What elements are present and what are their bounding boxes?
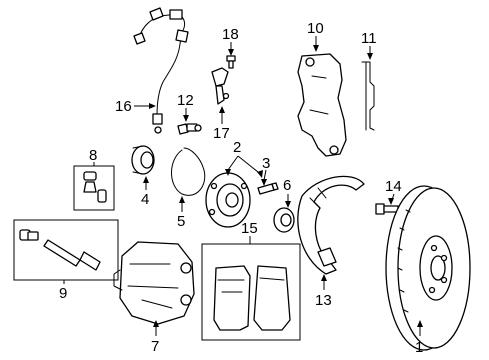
wheel-bearing [131, 145, 155, 175]
label-1: 1 [415, 339, 423, 356]
hub-nut [273, 207, 295, 233]
label-15: 15 [241, 220, 258, 237]
label-14: 14 [385, 178, 402, 195]
brake-pads [213, 265, 291, 331]
label-4: 4 [141, 191, 149, 208]
wheel-hub [205, 172, 251, 228]
abs-sensor [211, 67, 230, 105]
label-3: 3 [262, 155, 270, 172]
label-7: 7 [151, 338, 159, 355]
label-13: 13 [315, 292, 332, 309]
bleeder-bolt [177, 123, 202, 135]
label-18: 18 [222, 26, 239, 43]
wheel-stud [257, 182, 279, 195]
snap-ring [171, 147, 206, 196]
splash-shield [297, 175, 365, 275]
caliper [113, 241, 195, 325]
part-15-box [201, 243, 301, 341]
brake-hose [133, 7, 189, 134]
label-10: 10 [307, 20, 324, 37]
label-12: 12 [177, 92, 194, 109]
label-5: 5 [177, 213, 185, 230]
caliper-bracket [297, 53, 347, 157]
pad-clip [361, 61, 375, 131]
rotor-bolt [375, 203, 399, 215]
label-8: 8 [89, 147, 97, 164]
bolt [226, 55, 236, 69]
label-16: 16 [115, 98, 132, 115]
boot [83, 171, 107, 203]
part-9-box [13, 219, 119, 281]
guide-pin-kit [19, 229, 101, 271]
brake-rotor [385, 185, 471, 351]
label-6: 6 [283, 177, 291, 194]
label-11: 11 [361, 30, 377, 47]
leader-lines [63, 36, 423, 336]
label-2: 2 [233, 139, 241, 156]
label-9: 9 [59, 285, 67, 302]
label-17: 17 [213, 125, 230, 142]
